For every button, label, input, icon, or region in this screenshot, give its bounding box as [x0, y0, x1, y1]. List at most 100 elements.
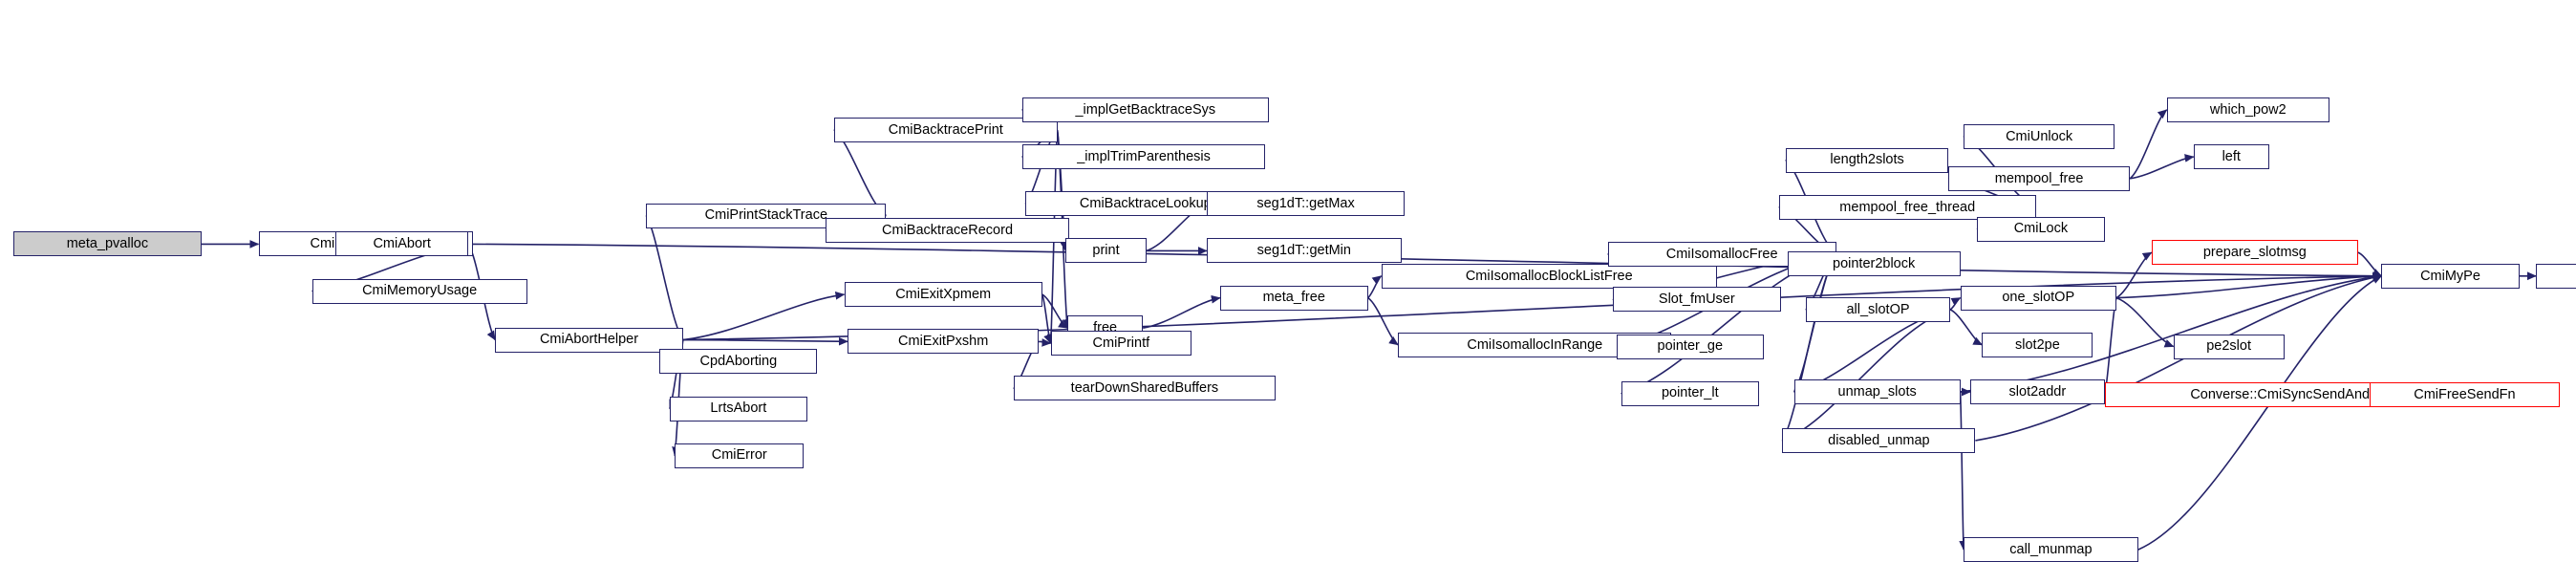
edge-one_slotOP-to-pe2slot [2115, 296, 2175, 348]
node-label: CmiBacktracePrint [888, 121, 1003, 138]
node-label: print [1092, 243, 1120, 259]
node-label: mempool_free_thread [1839, 199, 1976, 215]
edge-mempool_free-to-left [2129, 154, 2195, 180]
node-CmiError[interactable]: CmiError [675, 443, 805, 468]
node-CmiMyPe[interactable]: CmiMyPe [2381, 263, 2520, 289]
edge-CmiAbortHelper-to-CmiExitPxshm [682, 336, 848, 346]
edge-call_munmap-to-CmiMyPe [2137, 275, 2383, 551]
node-mempool_free[interactable]: mempool_free [1948, 165, 2130, 191]
node-one_slotOP[interactable]: one_slotOP [1960, 285, 2116, 311]
node-CmiAbort[interactable]: CmiAbort [335, 231, 469, 257]
node-CmiFreeSendFn[interactable]: CmiFreeSendFn [2370, 382, 2560, 408]
node-label: left [2222, 148, 2241, 164]
node-CmiLock[interactable]: CmiLock [1977, 216, 2105, 242]
edge-one_slotOP-to-prepare_slotmsg [2115, 251, 2153, 299]
node-CmiBacktracePrint[interactable]: CmiBacktracePrint [833, 117, 1058, 142]
node-label: meta_pvalloc [66, 236, 149, 252]
node-label: CmiMemoryUsage [362, 283, 478, 299]
node-length2slots[interactable]: length2slots [1785, 147, 1949, 173]
edge-CmiIsomallocFree-to-disabled_unmap [1781, 253, 1837, 442]
edge-meta_free-to-CmiIsomallocInRange [1367, 296, 1399, 346]
node-label: call_munmap [2009, 541, 2093, 557]
node-CmiAbortHelper[interactable]: CmiAbortHelper [495, 327, 683, 353]
edge-one_slotOP-to-Converse_CmiSyncSendAndFree [2102, 297, 2117, 397]
node-_implTrimParenthesis[interactable]: _implTrimParenthesis [1021, 144, 1266, 170]
node-label: CmiExitPxshm [898, 334, 989, 350]
node-label: CmiLock [2013, 221, 2069, 237]
edge-CmiAbortHelper-to-CmiPrintStackTrace [645, 214, 684, 340]
node-label: pointer_lt [1661, 385, 1719, 401]
node-label: CmiIsomallocInRange [1467, 336, 1603, 353]
node-CmiGetState[interactable]: CmiGetState [2536, 263, 2576, 289]
edge-mempool_free-to-which_pow2 [2129, 109, 2168, 180]
node-which_pow2[interactable]: which_pow2 [2166, 97, 2330, 122]
node-mempool_free_thread[interactable]: mempool_free_thread [1778, 194, 2036, 220]
node-meta_free[interactable]: meta_free [1219, 285, 1368, 311]
node-tearDownSharedBuffers[interactable]: tearDownSharedBuffers [1013, 376, 1276, 401]
edge-all_slotOP-to-disabled_unmap [1781, 309, 1951, 442]
node-label: _implTrimParenthesis [1077, 148, 1211, 164]
node-label: unmap_slots [1837, 383, 1917, 400]
node-label: CmiExitXpmem [895, 286, 992, 302]
node-slot2pe[interactable]: slot2pe [1982, 332, 2093, 357]
node-disabled_unmap[interactable]: disabled_unmap [1782, 427, 1976, 453]
node-slot2addr[interactable]: slot2addr [1970, 378, 2105, 404]
node-label: Converse::CmiSyncSendAndFree [2190, 387, 2398, 403]
node-meta_pvalloc[interactable]: meta_pvalloc [13, 231, 202, 257]
edge-CmiExitPxshm-to-CmiPrintf [1039, 338, 1052, 347]
node-label: pointer2block [1833, 256, 1916, 272]
node-CmiMemoryUsage[interactable]: CmiMemoryUsage [311, 278, 527, 304]
node-pointer2block[interactable]: pointer2block [1787, 251, 1961, 277]
node-LrtsAbort[interactable]: LrtsAbort [669, 396, 807, 422]
node-CmiExitXpmem[interactable]: CmiExitXpmem [844, 282, 1042, 308]
node-label: Slot_fmUser [1658, 292, 1735, 308]
node-CmiExitPxshm[interactable]: CmiExitPxshm [848, 329, 1040, 355]
node-pointer_ge[interactable]: pointer_ge [1616, 334, 1765, 359]
node-pe2slot[interactable]: pe2slot [2173, 334, 2285, 359]
node-CmiBacktraceRecord[interactable]: CmiBacktraceRecord [826, 218, 1069, 244]
node-unmap_slots[interactable]: unmap_slots [1793, 378, 1961, 404]
edge-unmap_slots-to-call_munmap [1959, 391, 1968, 551]
node-label: meta_free [1262, 290, 1325, 306]
node-print[interactable]: print [1065, 238, 1147, 264]
node-CmiUnlock[interactable]: CmiUnlock [1964, 123, 2115, 149]
node-pointer_lt[interactable]: pointer_lt [1621, 380, 1759, 406]
edge-free-to-meta_free [1143, 294, 1221, 330]
node-label: pointer_ge [1657, 338, 1724, 355]
node-label: mempool_free [1994, 170, 2084, 186]
edge-all_slotOP-to-one_slotOP [1949, 296, 1962, 311]
node-left[interactable]: left [2193, 144, 2269, 170]
edge-prepare_slotmsg-to-CmiMyPe [2357, 251, 2383, 277]
node-_implGetBacktraceSys[interactable]: _implGetBacktraceSys [1021, 97, 1269, 122]
node-prepare_slotmsg[interactable]: prepare_slotmsg [2151, 240, 2358, 266]
node-label: disabled_unmap [1828, 432, 1930, 448]
node-label: CmiAbortHelper [539, 332, 639, 348]
node-seg1dT_getMin[interactable]: seg1dT::getMin [1206, 238, 1402, 264]
node-label: CmiIsomallocBlockListFree [1465, 268, 1633, 284]
node-all_slotOP[interactable]: all_slotOP [1805, 296, 1951, 322]
node-CpdAborting[interactable]: CpdAborting [659, 349, 818, 375]
node-label: pe2slot [2206, 338, 2251, 355]
node-label: CmiPrintStackTrace [704, 207, 828, 224]
node-label: LrtsAbort [710, 400, 767, 417]
node-label: seg1dT::getMin [1256, 243, 1351, 259]
edge-CmiAbortHelper-to-CmiExitXpmem [682, 291, 846, 341]
node-label: tearDownSharedBuffers [1070, 380, 1219, 397]
node-label: all_slotOP [1846, 301, 1910, 317]
node-Slot_fmUser[interactable]: Slot_fmUser [1612, 287, 1781, 313]
node-label: CmiBacktraceLookup [1079, 195, 1212, 211]
node-label: CmiAbort [373, 236, 431, 252]
node-seg1dT_getMax[interactable]: seg1dT::getMax [1206, 191, 1406, 217]
edge-one_slotOP-to-CmiMyPe [2115, 271, 2383, 299]
edge-CmiExitXpmem-to-free [1041, 293, 1068, 329]
node-label: CmiError [711, 447, 767, 464]
node-CmiIsomallocBlockListFree[interactable]: CmiIsomallocBlockListFree [1381, 263, 1717, 289]
node-label: prepare_slotmsg [2202, 244, 2307, 260]
node-label: CpdAborting [699, 354, 778, 370]
node-call_munmap[interactable]: call_munmap [1964, 537, 2138, 562]
node-CmiPrintf[interactable]: CmiPrintf [1050, 331, 1192, 357]
edge-CmiExitXpmem-to-CmiPrintf [1041, 293, 1052, 344]
node-label: length2slots [1830, 152, 1904, 168]
node-label: CmiIsomallocFree [1665, 246, 1778, 262]
